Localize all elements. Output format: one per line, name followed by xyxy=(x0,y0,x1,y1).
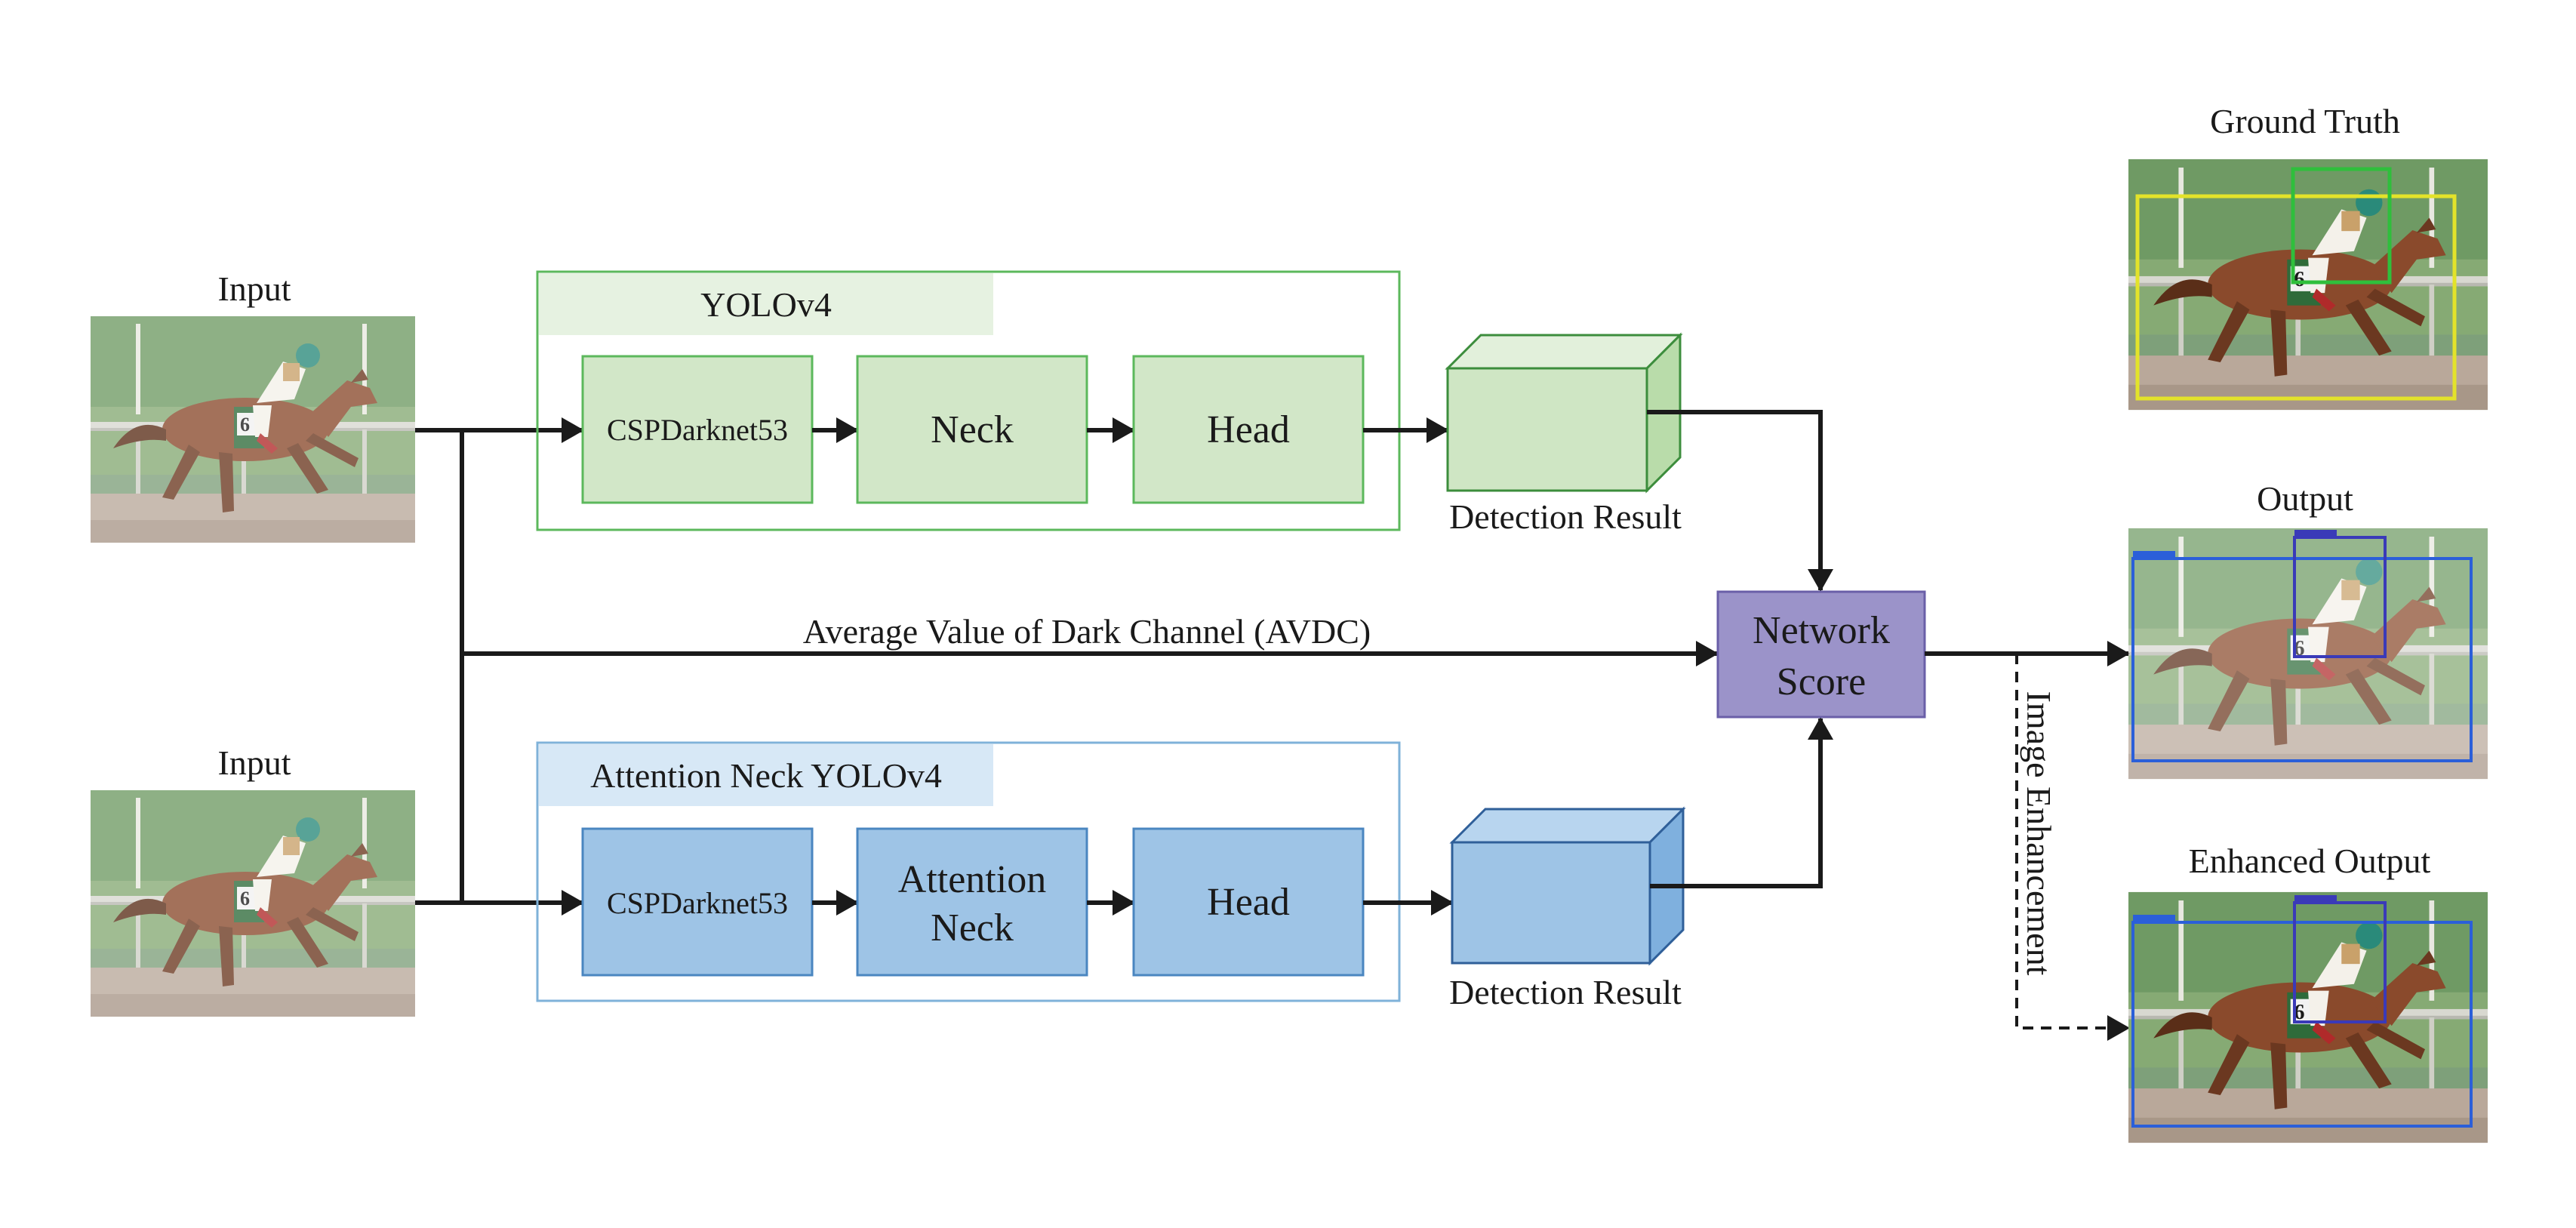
enhanced-box-horse-tag xyxy=(2133,915,2175,922)
attention-head-label: Head xyxy=(1207,881,1290,924)
input-label-bottom: Input xyxy=(217,743,291,782)
yolo-neck-box xyxy=(856,355,1088,504)
network-score-line2: Score xyxy=(1777,660,1866,703)
yolo-panel xyxy=(536,270,1401,531)
yolo-head-label: Head xyxy=(1207,408,1290,451)
input-label-top: Input xyxy=(217,269,291,308)
input-connectors xyxy=(415,428,464,905)
attention-head-box xyxy=(1132,827,1365,977)
enhanced-box-jockey xyxy=(2293,901,2387,1023)
yolo-title: YOLOv4 xyxy=(700,285,832,324)
ground-truth-label: Ground Truth xyxy=(2210,102,2400,140)
yolo-panel-header xyxy=(539,273,993,335)
gt-box-jockey xyxy=(2291,167,2392,285)
output-box-jockey xyxy=(2293,536,2387,658)
attention-backbone-label: CSPDarknet53 xyxy=(607,886,788,920)
avdc-label: Average Value of Dark Channel (AVDC) xyxy=(803,612,1371,651)
attention-neck-label-line1: Attention xyxy=(898,858,1046,901)
image-enhancement-label: Image Enhancement xyxy=(2020,691,2058,976)
attention-result-label: Detection Result xyxy=(1449,973,1682,1011)
arrow-yolo-result-score xyxy=(1647,410,1833,592)
attention-panel xyxy=(536,741,1401,1002)
attention-panel-header xyxy=(539,744,993,806)
yolo-result-label: Detection Result xyxy=(1449,497,1682,536)
output-box-horse xyxy=(2131,557,2473,762)
attention-neck-box xyxy=(856,827,1088,977)
attention-detection-cube xyxy=(1449,806,1686,966)
output-box-jockey-tag xyxy=(2294,530,2337,537)
attention-title: Attention Neck YOLOv4 xyxy=(590,756,942,795)
output-image xyxy=(2128,528,2488,780)
input-image-top xyxy=(91,316,415,543)
enhanced-output-label: Enhanced Output xyxy=(2189,842,2431,880)
arrow-attention-result-score xyxy=(1650,717,1833,888)
attention-neck-label-line2: Neck xyxy=(931,906,1014,949)
output-box-horse-tag xyxy=(2133,551,2175,559)
yolo-detection-cube xyxy=(1445,332,1683,494)
network-score-box xyxy=(1716,590,1926,719)
enhanced-box-jockey-tag xyxy=(2294,895,2337,903)
yolo-backbone-label: CSPDarknet53 xyxy=(607,413,788,447)
ground-truth-image xyxy=(2128,159,2488,411)
enhanced-output-image xyxy=(2128,891,2488,1143)
enhanced-box-horse xyxy=(2131,921,2473,1128)
network-score-line1: Network xyxy=(1753,609,1890,652)
input-image-bottom xyxy=(91,790,415,1017)
yolo-neck-label: Neck xyxy=(931,408,1014,451)
output-label: Output xyxy=(2257,479,2353,518)
gt-box-horse xyxy=(2135,194,2457,401)
